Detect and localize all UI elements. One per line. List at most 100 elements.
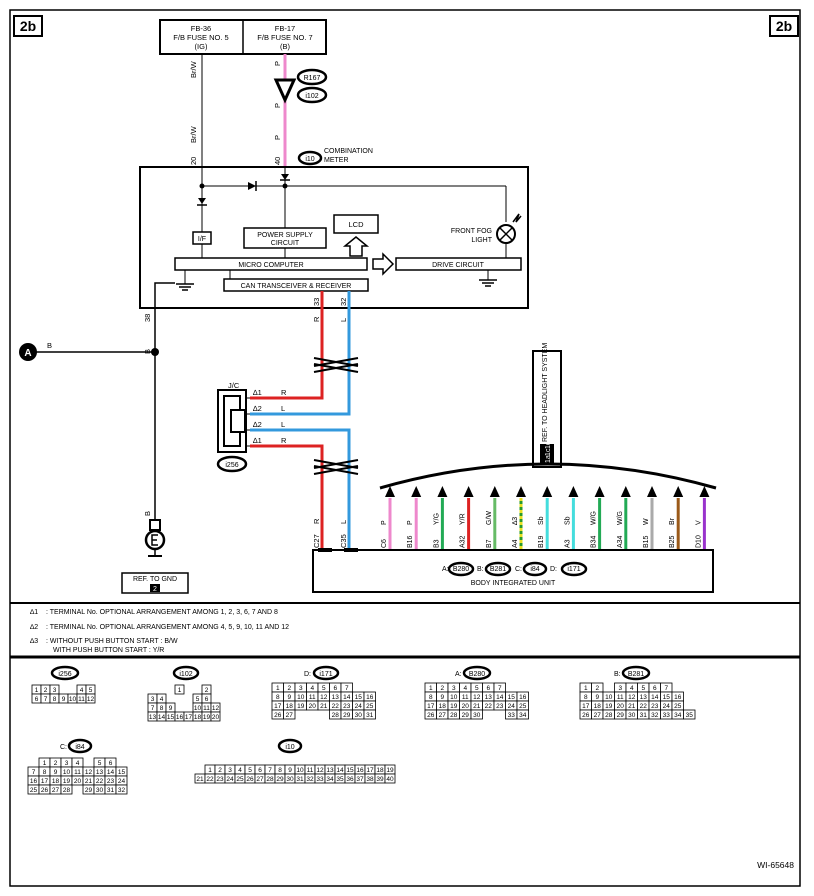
terminal-number: 6 xyxy=(486,685,490,692)
biu-title: BODY INTEGRATED UNIT xyxy=(471,580,556,587)
terminal-number: 35 xyxy=(686,712,694,719)
terminal-number: 12 xyxy=(473,694,481,701)
terminal-number: 25 xyxy=(674,703,682,710)
terminal-number: 7 xyxy=(44,696,48,703)
svg-text:i10: i10 xyxy=(305,156,314,163)
drive-circuit-block: DRIVE CIRCUIT xyxy=(395,257,522,271)
terminal-cell xyxy=(470,709,483,720)
svg-text:A:: A: xyxy=(455,671,462,678)
svg-text:P: P xyxy=(273,135,282,140)
terminal-number: 12 xyxy=(316,767,324,774)
terminal-number: 11 xyxy=(78,696,85,703)
terminal-number: 16 xyxy=(176,714,184,721)
pin-32: 32 xyxy=(339,298,348,306)
terminal-number: 9 xyxy=(54,769,58,776)
fuse-fb36-desc: F/B FUSE NO. 5 xyxy=(173,33,228,42)
terminal-number: 5 xyxy=(89,687,93,694)
terminal-number: 36 xyxy=(346,776,354,783)
svg-text:REF. TO HEADLIGHT SYSTEM: REF. TO HEADLIGHT SYSTEM xyxy=(542,343,549,442)
terminal-number: 9 xyxy=(440,694,444,701)
terminal-number: 7 xyxy=(345,685,349,692)
tag-left: 2b xyxy=(13,15,43,37)
terminal-number: 12 xyxy=(87,696,95,703)
svg-text:∆1: ∆1 xyxy=(30,609,38,616)
biu-wire-color: Br xyxy=(669,517,676,525)
pin-40: 40 xyxy=(273,157,282,165)
terminal-number: 18 xyxy=(286,703,294,710)
terminal-number: 14 xyxy=(107,769,115,776)
terminal-number: 14 xyxy=(651,694,659,701)
biu-wire-pin: A32 xyxy=(460,535,467,548)
svg-text:CIRCUIT: CIRCUIT xyxy=(271,240,300,247)
svg-text:B:: B: xyxy=(614,671,621,678)
terminal-number: 28 xyxy=(450,712,458,719)
biu-wire-color: ∆3 xyxy=(512,517,519,525)
biu-wire-color: V xyxy=(695,520,702,525)
svg-text:L: L xyxy=(339,318,348,322)
terminal-number: 17 xyxy=(41,778,49,785)
terminal-number: 23 xyxy=(216,776,224,783)
terminal-number: 12 xyxy=(320,694,328,701)
pin-c35: C35 xyxy=(339,534,348,548)
terminal-number: 4 xyxy=(80,687,84,694)
terminal-number: 23 xyxy=(496,703,504,710)
terminal-number: 28 xyxy=(605,712,613,719)
terminal-number: 12 xyxy=(628,694,636,701)
terminal-number: 25 xyxy=(30,787,38,794)
terminal-cell xyxy=(516,709,529,720)
terminal-number: 37 xyxy=(356,776,364,783)
combination-meter-box xyxy=(139,166,529,309)
terminal-number: 14 xyxy=(496,694,504,701)
terminal-number: 31 xyxy=(366,712,374,719)
terminal-number: 18 xyxy=(194,714,202,721)
svg-text:LCD: LCD xyxy=(348,220,364,229)
biu-wire-color: Y/G xyxy=(433,513,440,525)
terminal-number: 38 xyxy=(366,776,374,783)
biu-wire-pin: B15 xyxy=(643,535,650,548)
terminal-number: 30 xyxy=(355,712,363,719)
terminal-number: 1 xyxy=(178,687,182,694)
svg-text:i10: i10 xyxy=(285,744,294,751)
terminal-number: 2 xyxy=(205,687,209,694)
terminal-number: 1 xyxy=(43,760,47,767)
terminal-number: 33 xyxy=(508,712,516,719)
terminal-number: 4 xyxy=(160,696,164,703)
terminal-number: 24 xyxy=(226,776,234,783)
terminal-number: 26 xyxy=(246,776,254,783)
terminal-number: 29 xyxy=(617,712,625,719)
terminal-number: 31 xyxy=(296,776,304,783)
svg-text:LIGHT: LIGHT xyxy=(471,237,492,244)
terminal-number: 2 xyxy=(595,685,599,692)
svg-text:∆2: ∆2 xyxy=(253,420,262,429)
svg-text:R: R xyxy=(312,518,321,524)
terminal-number: 21 xyxy=(196,776,204,783)
terminal-number: 15 xyxy=(663,694,671,701)
svg-text:FRONT FOG: FRONT FOG xyxy=(451,228,492,235)
wire-can-red-bot xyxy=(250,444,324,550)
terminal-number: 27 xyxy=(439,712,447,719)
terminal-number: 2 xyxy=(44,687,48,694)
connector-i171: i171 xyxy=(560,561,588,577)
terminal-number: 2 xyxy=(54,760,58,767)
terminal-cell xyxy=(60,784,73,795)
terminal-number: 6 xyxy=(258,767,262,774)
terminal-number: 14 xyxy=(343,694,351,701)
jc-title: J/C xyxy=(228,381,240,390)
svg-text:∆1: ∆1 xyxy=(253,436,262,445)
tag-right: 2b xyxy=(769,15,799,37)
wire-label-brw-top: Br/W xyxy=(189,60,198,78)
terminal-number: 23 xyxy=(107,778,115,785)
terminal-number: 23 xyxy=(343,703,351,710)
terminal-number: 15 xyxy=(167,714,175,721)
terminal-number: 7 xyxy=(268,767,272,774)
pin-20: 20 xyxy=(189,157,198,165)
terminal-number: 20 xyxy=(212,714,220,721)
terminal-number: 17 xyxy=(366,767,374,774)
terminal-number: 4 xyxy=(630,685,634,692)
terminal-number: 18 xyxy=(52,778,60,785)
svg-text:D:: D: xyxy=(550,566,557,573)
